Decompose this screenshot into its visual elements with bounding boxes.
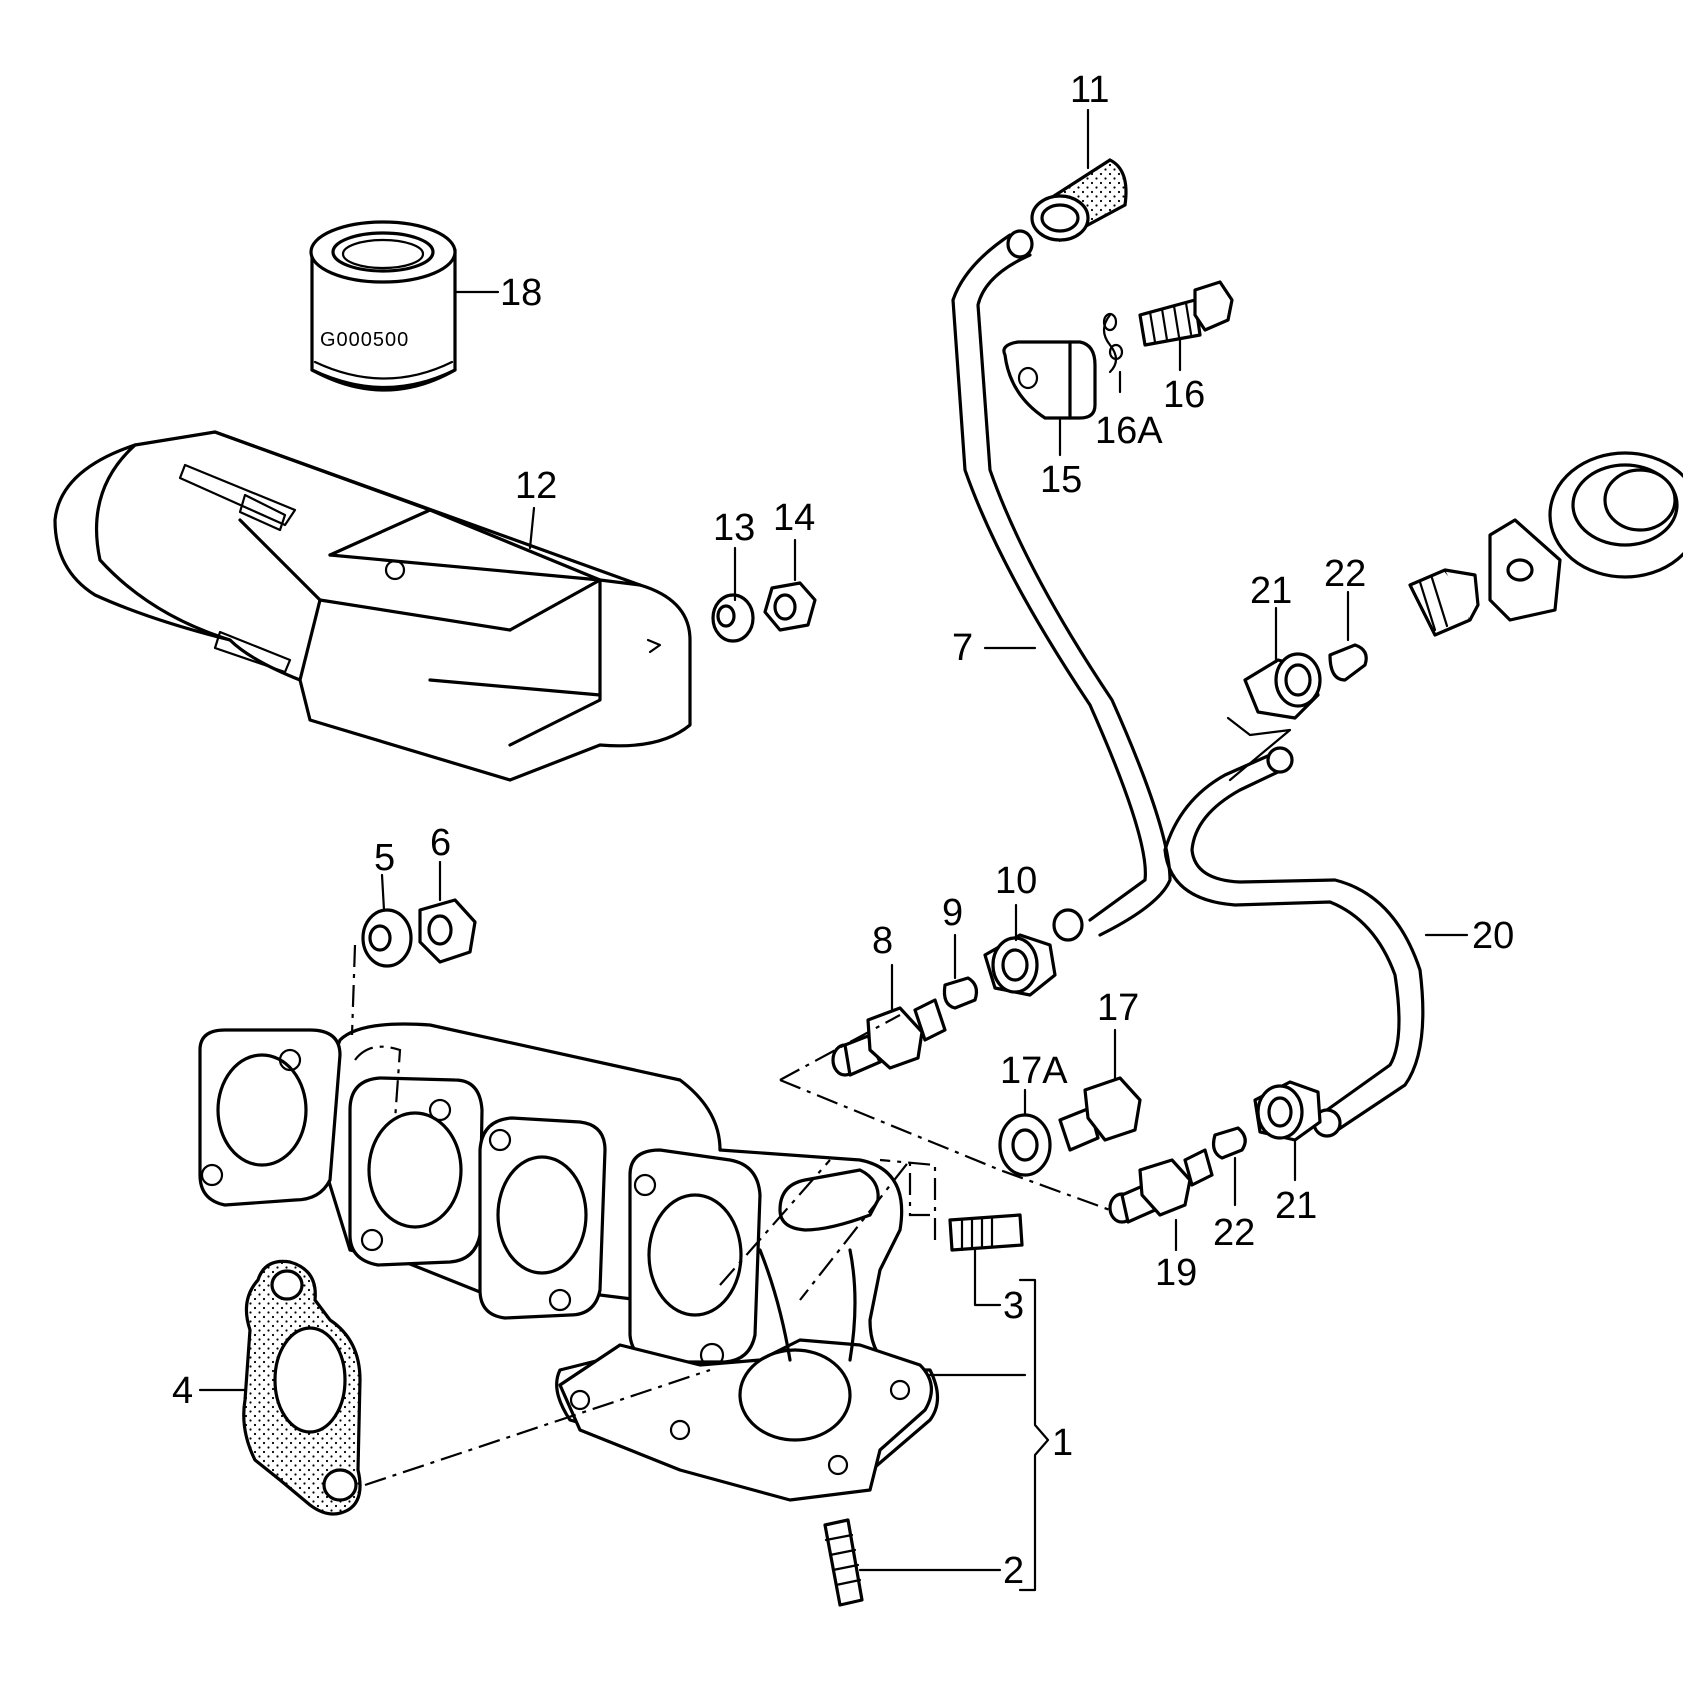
callout-17: 17 bbox=[1097, 987, 1139, 1029]
gasket-4 bbox=[242, 1259, 362, 1516]
stud-2 bbox=[823, 1518, 864, 1607]
egr-valve bbox=[1488, 451, 1683, 622]
ferrule-22-bottom bbox=[1211, 1126, 1247, 1160]
callout-11: 11 bbox=[1070, 69, 1109, 111]
callout-16: 16 bbox=[1163, 374, 1205, 416]
callout-6: 6 bbox=[430, 822, 451, 864]
washer-5 bbox=[361, 908, 413, 968]
callout-2: 2 bbox=[1003, 1550, 1024, 1592]
callout-22-bottom: 22 bbox=[1213, 1212, 1255, 1254]
callout-7: 7 bbox=[952, 627, 973, 669]
callout-14: 14 bbox=[773, 497, 815, 539]
callout-labels: 11 18 12 13 14 15 16A 16 7 21 22 20 5 6 … bbox=[172, 69, 1514, 1592]
nut-6 bbox=[418, 898, 477, 964]
pipe-7 bbox=[951, 229, 1172, 942]
callout-21-top: 21 bbox=[1250, 570, 1292, 612]
ferrule-9 bbox=[942, 976, 979, 1010]
washer-13 bbox=[711, 593, 755, 643]
callout-22-top: 22 bbox=[1324, 553, 1366, 595]
washer-17a bbox=[998, 1113, 1052, 1177]
leader-lines bbox=[198, 108, 1469, 1592]
callout-15: 15 bbox=[1040, 459, 1082, 501]
callout-5: 5 bbox=[374, 837, 395, 879]
nipple-17 bbox=[1058, 1076, 1142, 1152]
callout-21-bottom: 21 bbox=[1275, 1185, 1317, 1227]
nipple-top bbox=[1408, 568, 1480, 637]
callout-9: 9 bbox=[942, 892, 963, 934]
callout-1: 1 bbox=[1052, 1422, 1073, 1464]
callout-20: 20 bbox=[1472, 915, 1514, 957]
nipple-8 bbox=[831, 998, 947, 1077]
pipe-20 bbox=[1163, 716, 1425, 1138]
union-nut-21-bottom bbox=[1253, 1080, 1322, 1142]
hose-sleeve bbox=[1030, 158, 1128, 243]
stud-3 bbox=[948, 1213, 1024, 1252]
bolt-16 bbox=[1138, 280, 1234, 347]
union-nut-10 bbox=[983, 933, 1057, 997]
filter-cartridge: G000500 bbox=[309, 220, 457, 392]
exhaust-manifold bbox=[198, 1022, 940, 1502]
ferrule-22-top bbox=[1328, 643, 1368, 682]
union-nut-21-top bbox=[1243, 652, 1322, 720]
callout-19: 19 bbox=[1155, 1252, 1197, 1294]
callout-8: 8 bbox=[872, 920, 893, 962]
heat-shield bbox=[53, 430, 692, 782]
callout-13: 13 bbox=[713, 507, 755, 549]
assembly-lines bbox=[350, 944, 1111, 1487]
callout-3: 3 bbox=[1003, 1285, 1024, 1327]
callout-16a: 16A bbox=[1095, 410, 1163, 452]
part-stamp: G000500 bbox=[320, 329, 409, 351]
callout-12: 12 bbox=[515, 465, 557, 507]
callout-10: 10 bbox=[995, 860, 1037, 902]
callout-17a: 17A bbox=[1000, 1050, 1068, 1092]
callout-4: 4 bbox=[172, 1370, 193, 1412]
washer-16a bbox=[1102, 312, 1124, 374]
nipple-19 bbox=[1108, 1148, 1214, 1224]
nut-14 bbox=[763, 581, 817, 632]
clamp-15 bbox=[1002, 340, 1097, 420]
callout-18: 18 bbox=[500, 272, 542, 314]
